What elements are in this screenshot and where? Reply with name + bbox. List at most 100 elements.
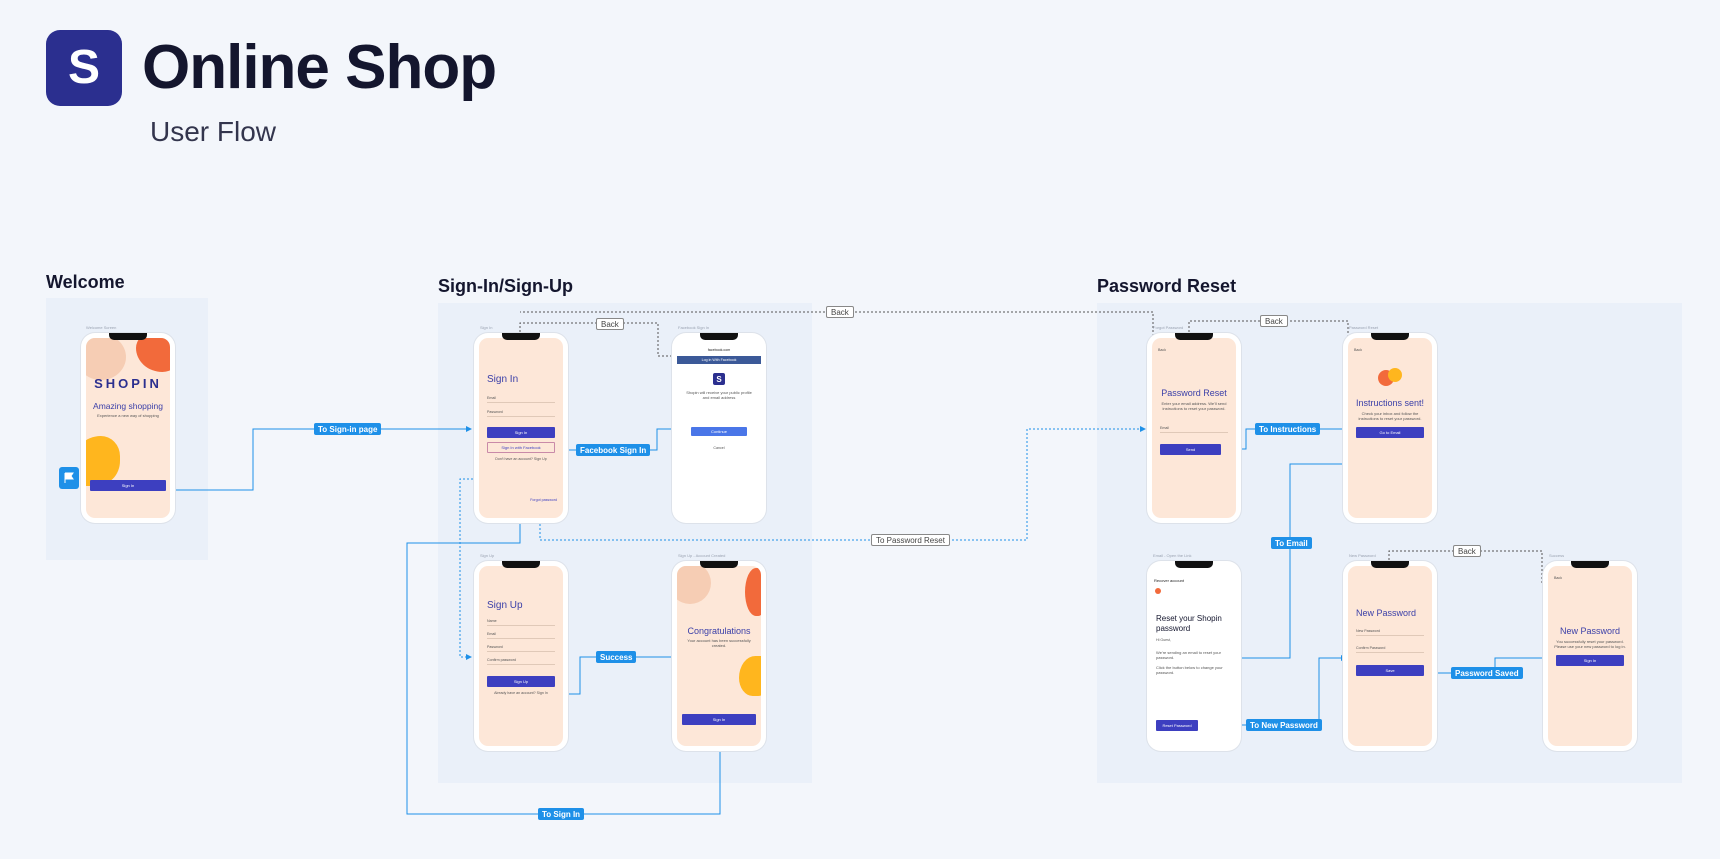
tag-back-4: Back (1453, 545, 1481, 557)
decor-blob-yellow (739, 656, 761, 696)
email-reset-button[interactable]: Reset Password (1156, 720, 1198, 731)
email-greeting: Hi Guest, (1156, 638, 1171, 642)
screen-label-facebook: Facebook Sign In (678, 325, 710, 330)
welcome-signin-button[interactable]: Sign In (90, 480, 166, 491)
decor-blob-yellow (1388, 368, 1402, 382)
section-title-signin: Sign-In/Sign-Up (438, 276, 573, 296)
welcome-body: Experience a new way of shopping (97, 413, 159, 418)
email-line2: Click the button below to change your pa… (1156, 665, 1223, 675)
screen-instructions: Back Instructions sent! Check your inbox… (1348, 338, 1432, 518)
signup-confirm-field[interactable]: Confirm password (487, 658, 555, 665)
phone-newpass: New Password New Password Confirm Passwo… (1343, 561, 1437, 751)
phone-notch (1175, 333, 1213, 340)
screen-success: Congratulations Your account has been su… (677, 566, 761, 746)
forgot-back-link[interactable]: Back (1158, 348, 1166, 352)
signup-email-field[interactable]: Email (487, 632, 555, 639)
phone-welcome: SHOPIN Amazing shopping Experience a new… (81, 333, 175, 523)
saved-back-link[interactable]: Back (1554, 576, 1562, 580)
screen-label-forgot: Forgot Password (1153, 325, 1184, 330)
decor-blob-yellow (86, 436, 120, 486)
signin-button[interactable]: Sign In (487, 427, 555, 438)
forgot-title: Password Reset (1161, 388, 1227, 398)
shop-logo: S (46, 30, 122, 106)
facebook-bar: Log in With Facebook (677, 356, 761, 364)
signin-forgot-link[interactable]: Forgot password (530, 498, 557, 502)
signin-password-field[interactable]: Password (487, 410, 555, 417)
screen-label-signin: Sign In (480, 325, 493, 330)
welcome-heading: Amazing shopping (93, 401, 163, 411)
saved-signin-button[interactable]: Sign In (1556, 655, 1624, 666)
phone-signup: Sign Up Name Email Password Confirm pass… (474, 561, 568, 751)
signup-password-field[interactable]: Password (487, 645, 555, 652)
saved-title: New Password (1559, 626, 1621, 636)
screen-newpass: New Password New Password Confirm Passwo… (1348, 566, 1432, 746)
newpass-title: New Password (1356, 608, 1417, 618)
email-title: Reset your Shopin password (1156, 614, 1222, 633)
phone-saved: Back New Password You successfully reset… (1543, 561, 1637, 751)
signup-title: Sign Up (487, 600, 523, 611)
start-flag-icon (59, 467, 79, 489)
newpass-field-2[interactable]: Confirm Password (1356, 646, 1424, 653)
page-title: Online Shop (142, 33, 497, 102)
tag-back-2: Back (826, 306, 854, 318)
instructions-back-link[interactable]: Back (1354, 348, 1362, 352)
phone-notch (700, 333, 738, 340)
phone-instructions: Back Instructions sent! Check your inbox… (1343, 333, 1437, 523)
decor-blob-peach (677, 566, 711, 604)
signin-email-field[interactable]: Email (487, 396, 555, 403)
instructions-body: Check your inbox and follow the instruct… (1358, 411, 1422, 421)
phone-notch (1371, 333, 1409, 340)
logo-letter: S (67, 41, 100, 94)
forgot-send-button[interactable]: Send (1160, 444, 1221, 455)
signin-no-account-link[interactable]: Don't have an account? Sign Up (495, 457, 547, 461)
forgot-email-field[interactable]: Email (1160, 426, 1228, 433)
screen-label-welcome: Welcome Screen (86, 325, 117, 330)
phone-notch (502, 333, 540, 340)
tag-to-new-password: To New Password (1246, 719, 1322, 731)
screen-label-success: Sign Up - Account Created (678, 553, 726, 558)
phone-notch (1175, 561, 1213, 568)
newpass-save-button[interactable]: Save (1356, 665, 1424, 676)
screen-signin: Sign In Email Password Sign In Sign In w… (479, 338, 563, 518)
signup-have-account-link[interactable]: Already have an account? Sign In (494, 691, 548, 695)
screen-label-instructions: Password Reset (1349, 325, 1379, 330)
screen-label-signup: Sign Up (480, 553, 495, 558)
signin-facebook-button[interactable]: Sign In with Facebook (487, 442, 555, 453)
tag-to-instructions: To Instructions (1255, 423, 1321, 435)
phone-forgot: Back Password Reset Enter your email add… (1147, 333, 1241, 523)
screen-label-saved: Success (1549, 553, 1565, 558)
tag-back-3: Back (1260, 315, 1288, 327)
phone-email: Recover account Reset your Shopin passwo… (1147, 561, 1241, 751)
signup-name-field[interactable]: Name (487, 619, 555, 626)
email-line1: We're sending an email to reset your pas… (1156, 650, 1221, 660)
screen-saved: Back New Password You successfully reset… (1548, 566, 1632, 746)
signin-title: Sign In (487, 374, 519, 385)
tag-facebook-signin: Facebook Sign In (576, 444, 651, 456)
instructions-title: Instructions sent! (1355, 398, 1425, 408)
decor-blob-peach (86, 338, 126, 380)
tag-back-1: Back (596, 318, 624, 330)
screen-forgot: Back Password Reset Enter your email add… (1152, 338, 1236, 518)
facebook-continue-button[interactable]: Continue (691, 427, 747, 436)
success-title: Congratulations (687, 626, 751, 636)
success-signin-button[interactable]: Sign In (682, 714, 756, 725)
facebook-cancel-link[interactable]: Cancel (713, 446, 725, 450)
phone-notch (1571, 561, 1609, 568)
phone-signin: Sign In Email Password Sign In Sign In w… (474, 333, 568, 523)
signup-button[interactable]: Sign Up (487, 676, 555, 687)
section-title-password-reset: Password Reset (1097, 276, 1237, 296)
instructions-email-button[interactable]: Go to Email (1356, 427, 1424, 438)
facebook-app-logo: S (713, 373, 725, 385)
decor-blob-orange (136, 338, 170, 372)
tag-success: Success (596, 651, 637, 663)
decor-blob-orange (745, 568, 761, 616)
newpass-field-1[interactable]: New Password (1356, 629, 1424, 636)
tag-to-signin: To Sign In (538, 808, 585, 820)
email-subject: Recover account (1154, 578, 1185, 583)
tag-to-password-reset: To Password Reset (871, 534, 950, 546)
facebook-text: Shopin will receive your public profile … (686, 390, 752, 400)
tag-password-saved: Password Saved (1451, 667, 1523, 679)
screen-welcome: SHOPIN Amazing shopping Experience a new… (86, 338, 170, 518)
phone-facebook: facebook.com Log in With Facebook S Shop… (672, 333, 766, 523)
